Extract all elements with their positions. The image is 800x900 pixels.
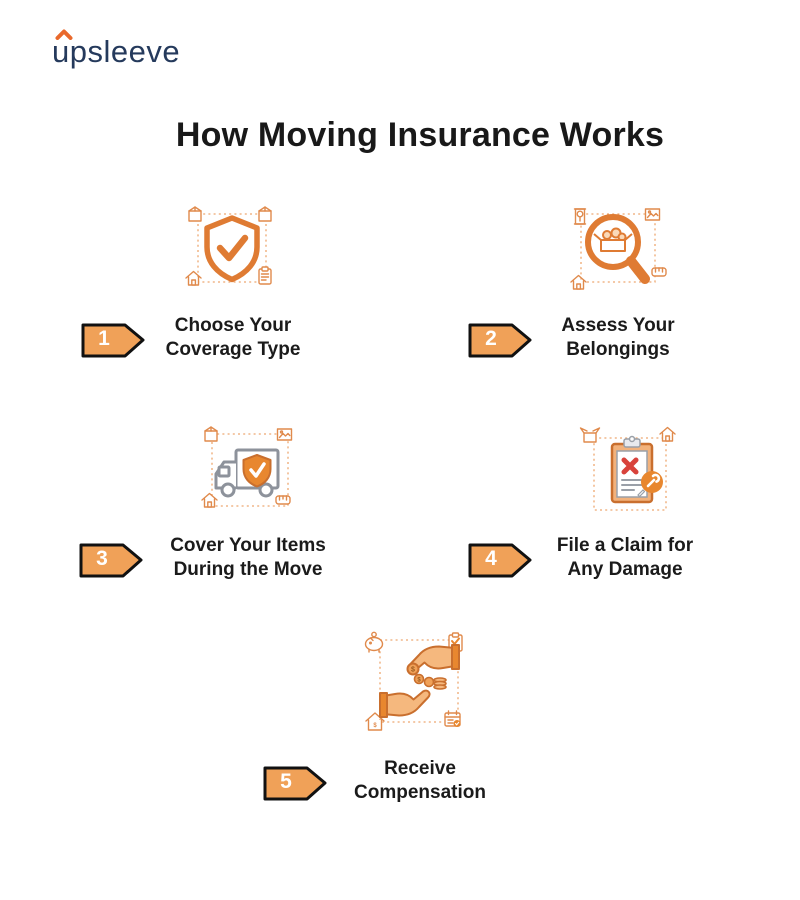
step4-number-badge: 4 — [467, 541, 533, 578]
step5-number: 5 — [280, 770, 292, 793]
house-icon — [185, 270, 202, 286]
box-icon — [258, 206, 272, 222]
calendar-icon — [444, 710, 461, 727]
piggy-bank-icon — [364, 631, 384, 653]
step3-label-line1: Cover Your Items — [170, 535, 326, 556]
upsleeve-logo: upsleeve — [52, 29, 181, 70]
arrow-badge-icon — [79, 543, 143, 578]
claim-clipboard-icon — [579, 426, 676, 511]
shield-check-icon — [185, 206, 272, 286]
falling-coins — [413, 673, 447, 690]
step4-label: File a Claim for Any Damage — [530, 534, 720, 582]
picture-icon — [644, 208, 661, 221]
house-icon — [201, 492, 218, 508]
truck-shield-icon — [201, 426, 293, 508]
step5-label: Receive Compensation — [325, 757, 515, 805]
step3-number: 3 — [96, 547, 108, 570]
arrow-badge-icon — [263, 766, 327, 801]
arrow-badge-icon — [468, 323, 532, 358]
step5-illustration: $ $ — [356, 624, 480, 745]
tape-measure-icon — [651, 267, 667, 277]
step3-label-line2: During the Move — [173, 559, 323, 580]
house-dollar-icon: $ — [365, 712, 385, 731]
logo-text: upsleeve — [52, 34, 181, 69]
step3-label: Cover Your Items During the Move — [153, 534, 343, 582]
step5-label-line1: Receive — [384, 758, 456, 779]
page-title: How Moving Insurance Works — [175, 116, 665, 154]
svg-text:$: $ — [373, 723, 377, 729]
arrow-badge-icon — [468, 543, 532, 578]
step1-number: 1 — [98, 327, 110, 350]
step5-label-line2: Compensation — [354, 782, 486, 803]
logo-caret-icon — [55, 29, 73, 40]
step4-label-line1: File a Claim for — [556, 535, 694, 556]
magnifier-box-icon — [570, 208, 667, 290]
open-box-icon — [579, 427, 601, 443]
house-icon — [659, 426, 676, 442]
box-icon — [204, 426, 218, 442]
step1-label-line2: Coverage Type — [165, 339, 301, 360]
step2-number: 2 — [485, 327, 497, 350]
step2-label-line2: Belongings — [566, 339, 670, 360]
step4-illustration — [572, 420, 688, 523]
clipboard-icon — [258, 266, 272, 285]
arrow-badge-icon — [81, 323, 145, 358]
step1-illustration — [176, 200, 288, 301]
step3-number-badge: 3 — [78, 541, 144, 578]
step2-label: Assess Your Belongings — [523, 314, 713, 362]
step5-number-badge: 5 — [262, 764, 328, 801]
step1-label-line1: Choose Your — [174, 315, 292, 336]
step1-label: Choose Your Coverage Type — [138, 314, 328, 362]
step2-label-line1: Assess Your — [561, 315, 675, 336]
clock-icon — [573, 208, 587, 225]
svg-text:$: $ — [411, 667, 415, 674]
tape-measure-icon — [275, 495, 291, 505]
step2-illustration — [559, 198, 677, 303]
house-icon — [570, 274, 587, 290]
svg-text:$: $ — [417, 678, 421, 684]
picture-icon — [276, 428, 293, 441]
hands-coins-icon: $ $ — [364, 631, 463, 731]
box-icon — [188, 206, 202, 222]
giving-hand — [406, 644, 460, 676]
step4-label-line2: Any Damage — [567, 559, 683, 580]
step1-number-badge: 1 — [80, 321, 146, 358]
receiving-hand — [379, 689, 431, 718]
step3-illustration — [192, 422, 308, 523]
step2-number-badge: 2 — [467, 321, 533, 358]
step4-number: 4 — [485, 547, 497, 570]
